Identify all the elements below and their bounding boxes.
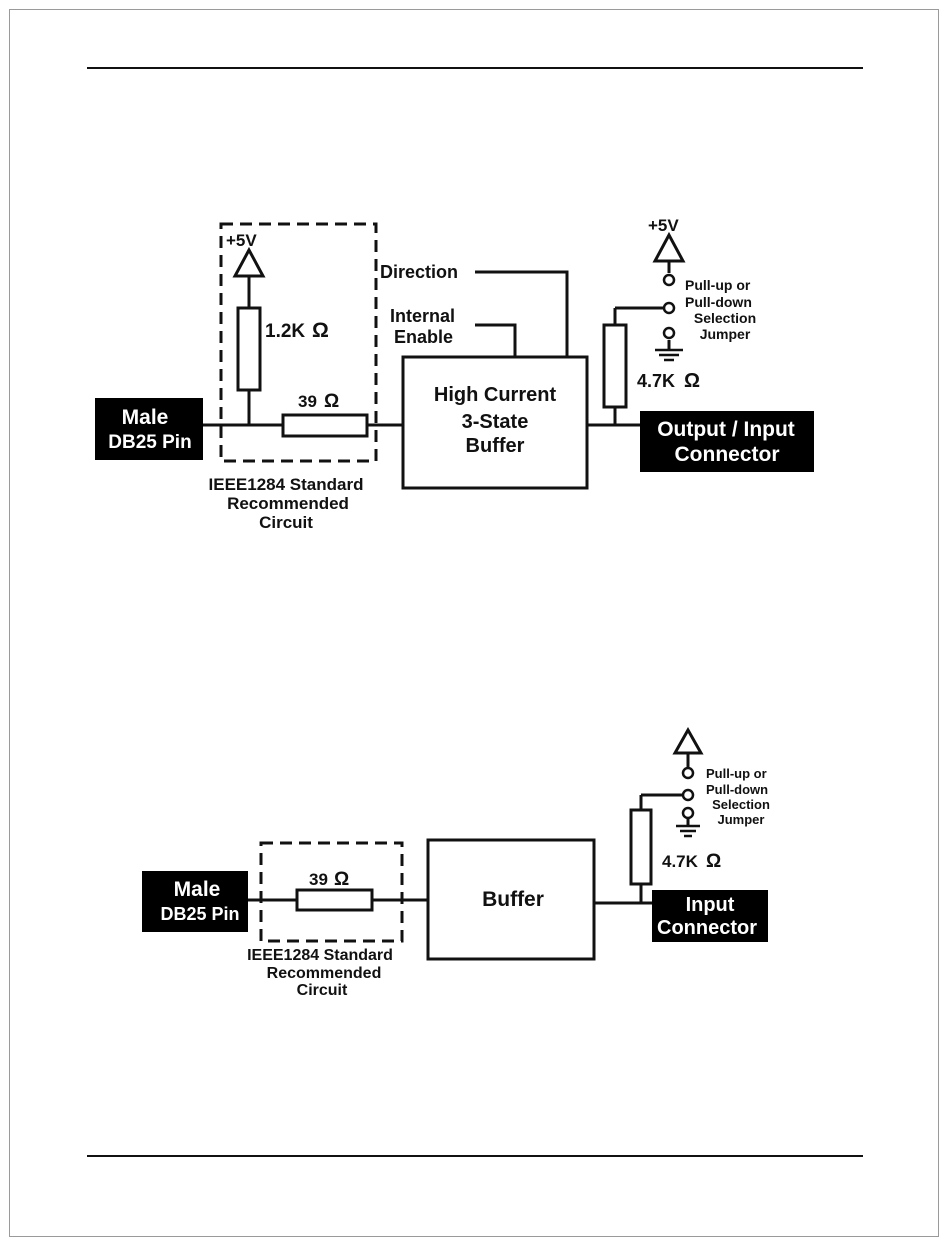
footer-rule bbox=[87, 1155, 863, 1157]
figure2-ground-icon bbox=[676, 824, 700, 838]
figure2-jumper-caption-2: Pull-down bbox=[706, 782, 768, 797]
figure2-jumper-caption-1: Pull-up or bbox=[706, 766, 767, 781]
figure1-male-pin-box bbox=[95, 398, 203, 460]
figure1-connector-box bbox=[640, 411, 814, 472]
figure2-jumper-supply-triangle-icon bbox=[672, 726, 704, 755]
figure1-buffer-label-3: Buffer bbox=[466, 435, 525, 457]
figure1-r-series-ohm: Ω bbox=[324, 391, 339, 412]
figure2-r-series-value: 39 bbox=[309, 870, 328, 889]
figure2-dashed-caption-3: Circuit bbox=[297, 982, 348, 999]
figure1-jumper-caption-4: Jumper bbox=[700, 326, 751, 342]
figure2-jumper-pin-mid bbox=[681, 788, 695, 802]
figure1-jumper-pin-top bbox=[662, 273, 676, 287]
figure1-jumper-caption-3: Selection bbox=[694, 310, 756, 326]
figure1-resistor-series bbox=[281, 413, 369, 438]
figure1-jumper-pin-bottom bbox=[662, 326, 676, 340]
figure2-jumper-pin-bottom bbox=[681, 806, 695, 820]
figure2-r-jumper-ohm: Ω bbox=[706, 851, 721, 872]
figure1-buffer-label-1: High Current bbox=[434, 384, 557, 406]
figure1-r-pullup-value: 1.2K bbox=[265, 321, 305, 342]
figure1-jumper-supply-label: +5V bbox=[648, 216, 679, 235]
figure1-jumper-caption-2: Pull-down bbox=[685, 294, 752, 310]
figure1-supply-triangle-icon bbox=[232, 246, 266, 278]
figure2-r-series-ohm: Ω bbox=[334, 869, 349, 890]
figure2-connector-label-1: Input bbox=[686, 894, 735, 916]
page-frame bbox=[9, 9, 939, 1237]
figure1-connector-label-2: Connector bbox=[675, 443, 780, 466]
figure1-buffer-label-2: 3-State bbox=[462, 411, 529, 433]
figure1-dashed-box bbox=[219, 222, 378, 463]
figure1-dashed-caption-3: Circuit bbox=[259, 513, 313, 532]
figure1-enable-label-1: Internal bbox=[390, 306, 455, 326]
figure1-connector-label-1: Output / Input bbox=[657, 418, 795, 441]
figure1-male-pin-label: DB25 Pin bbox=[108, 432, 191, 453]
figure2-resistor-series bbox=[295, 888, 374, 912]
figure2-r-jumper-value: 4.7K bbox=[662, 852, 699, 871]
figure1-resistor-jumper bbox=[602, 323, 628, 409]
figure1-r-jumper-ohm: Ω bbox=[684, 370, 700, 392]
figure2-wires bbox=[248, 753, 690, 905]
figure2-jumper-caption-4: Jumper bbox=[718, 812, 765, 827]
figure2-dashed-caption-1: IEEE1284 Standard bbox=[247, 947, 393, 964]
figure2-male-pin-label: DB25 Pin bbox=[160, 904, 239, 924]
figure1-jumper-pin-mid bbox=[662, 301, 676, 315]
figure1-jumper-caption-1: Pull-up or bbox=[685, 277, 751, 293]
figure1-r-jumper-value: 4.7K bbox=[637, 371, 675, 391]
figure2-connector-label-2: Connector bbox=[657, 917, 757, 939]
figure1-jumper-supply-triangle-icon bbox=[652, 231, 686, 263]
figure1-dashed-caption-1: IEEE1284 Standard bbox=[209, 475, 364, 494]
figure1-supply-label: +5V bbox=[226, 231, 257, 250]
figure2-male-pin-box bbox=[142, 871, 248, 932]
figure2-connector-box bbox=[652, 890, 768, 942]
figure1-r-pullup-ohm: Ω bbox=[312, 319, 329, 342]
figure2-buffer-label: Buffer bbox=[482, 888, 544, 911]
figure2-jumper-pin-top bbox=[681, 766, 695, 780]
figure2-buffer-box bbox=[426, 838, 596, 961]
figure1-enable-label-2: Enable bbox=[394, 327, 453, 347]
figure1-direction-label: Direction bbox=[380, 262, 458, 282]
figure2-resistor-jumper bbox=[629, 808, 653, 886]
figure1-wires bbox=[203, 261, 671, 427]
header-rule bbox=[87, 67, 863, 69]
figure2-dashed-caption-2: Recommended bbox=[267, 965, 382, 982]
figure1-ground-icon bbox=[655, 348, 683, 362]
figure1-resistor-pullup bbox=[236, 306, 262, 392]
figure1-male-label: Male bbox=[122, 406, 169, 429]
figure2-jumper-caption-3: Selection bbox=[712, 797, 770, 812]
figure1-dashed-caption-2: Recommended bbox=[227, 494, 349, 513]
figure2-male-label: Male bbox=[174, 878, 221, 901]
figure2-dashed-box bbox=[259, 841, 404, 943]
figure1-r-series-value: 39 bbox=[298, 392, 317, 411]
figure1-buffer-box bbox=[401, 355, 589, 490]
